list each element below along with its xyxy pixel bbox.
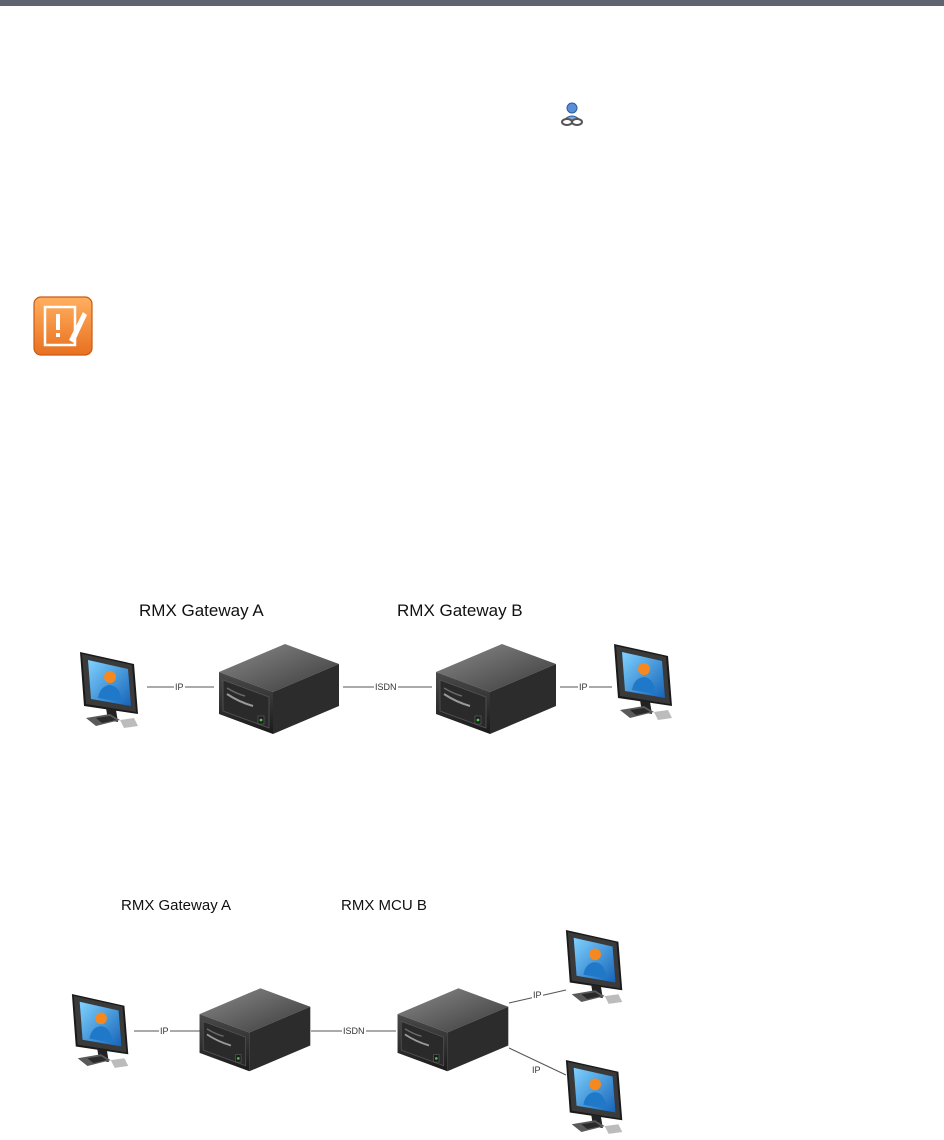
video-endpoint-icon: [562, 1056, 632, 1136]
gateway-b-label: RMX Gateway B: [397, 601, 523, 620]
gateway-a-label: RMX Gateway A: [121, 897, 232, 914]
participant-link-icon: [558, 100, 586, 128]
rmx-server-icon: [194, 980, 314, 1074]
ip-connection-label-left: IP: [159, 1026, 170, 1036]
gateway-a-label: RMX Gateway A: [139, 601, 264, 620]
note-icon: [33, 296, 93, 356]
mcu-b-label: RMX MCU B: [341, 897, 427, 914]
ip-connection-label-lower: IP: [531, 1065, 542, 1075]
video-endpoint-icon: [562, 926, 632, 1006]
video-endpoint-icon: [68, 990, 138, 1070]
ip-connection-label-right: IP: [578, 682, 589, 692]
isdn-connection-label: ISDN: [374, 682, 398, 692]
ip-connection-label-left: IP: [174, 682, 185, 692]
ip-connection-label-upper: IP: [532, 990, 543, 1000]
rmx-server-icon: [392, 980, 512, 1074]
page-header-bar: [0, 0, 944, 6]
isdn-connection-label: ISDN: [342, 1026, 366, 1036]
